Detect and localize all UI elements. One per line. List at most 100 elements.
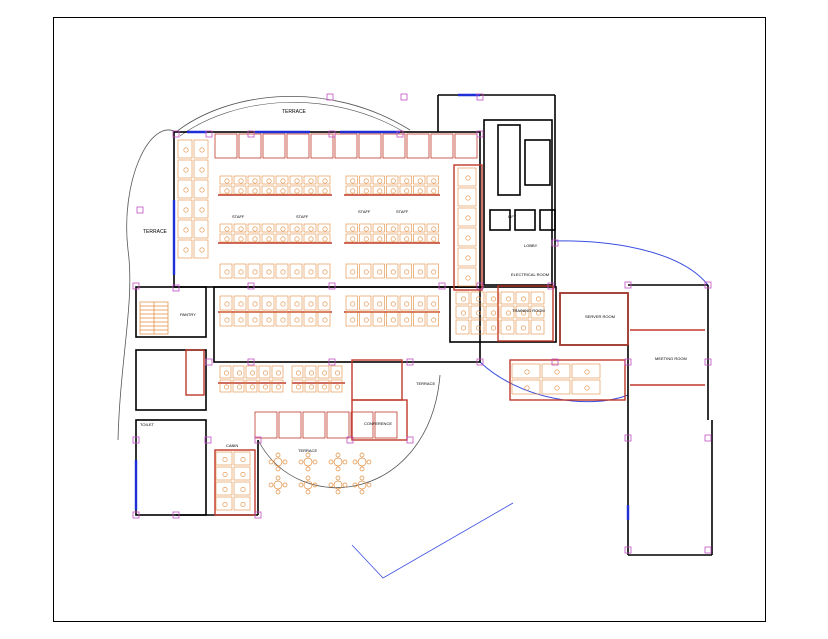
workstation-desk [386, 233, 399, 243]
workstation-desk [215, 466, 233, 481]
chair-icon [377, 269, 383, 275]
workstation-desk [233, 451, 251, 466]
workstation-desk [359, 223, 372, 233]
workstation-desk [275, 223, 289, 233]
column-marker [396, 130, 404, 138]
workstation-desk [193, 159, 209, 179]
column-marker [551, 358, 559, 366]
chair-icon [308, 226, 314, 232]
chair-icon [280, 188, 286, 194]
workstation-desk [247, 311, 261, 327]
chair-icon [490, 325, 496, 331]
chair-icon [404, 226, 410, 232]
chair-icon [312, 482, 318, 488]
chair-icon [308, 370, 314, 376]
chair-icon [404, 317, 410, 323]
workstation-desk [500, 291, 515, 305]
cabin-room [286, 133, 310, 159]
column-marker [704, 546, 712, 554]
chair-icon [535, 296, 541, 302]
chair-icon [465, 215, 471, 221]
column-marker [704, 434, 712, 442]
workstation-desk [372, 223, 385, 233]
workstation-desk [245, 379, 258, 393]
chair-icon [237, 384, 243, 390]
chair-icon [377, 178, 383, 184]
chair-icon [322, 188, 328, 194]
chair-icon [224, 370, 230, 376]
chair-icon [294, 269, 300, 275]
workstation-desk [304, 379, 317, 393]
workstation-desk [413, 263, 426, 279]
workstation-desk [455, 291, 470, 305]
workstation-desk [515, 305, 530, 319]
chair-icon [363, 226, 369, 232]
chair-icon [520, 310, 526, 316]
chair-icon [238, 236, 244, 242]
chair-icon [431, 301, 437, 307]
column-marker [704, 281, 712, 289]
workstation-desk [219, 233, 233, 243]
chair-icon [224, 178, 230, 184]
cabin-room [254, 411, 278, 439]
chair-icon [363, 188, 369, 194]
workstation-desk [271, 365, 284, 379]
chair-icon [431, 178, 437, 184]
workstation-desk [233, 311, 247, 327]
chair-icon [363, 269, 369, 275]
column-marker [247, 358, 255, 366]
chair-icon [554, 369, 560, 375]
column-marker [328, 130, 336, 138]
chair-icon [252, 188, 258, 194]
workstation-desk [261, 233, 275, 243]
workstation-desk [500, 305, 515, 319]
chair-icon [308, 178, 314, 184]
chair-icon [390, 236, 396, 242]
chair-icon [363, 301, 369, 307]
chair-icon [199, 187, 205, 193]
chair-icon [535, 325, 541, 331]
chair-icon [350, 269, 356, 275]
workstation-desk [511, 379, 541, 395]
workstation-desk [457, 167, 477, 187]
column-marker [476, 282, 484, 290]
chair-icon [262, 384, 268, 390]
workstation-desk [215, 451, 233, 466]
workstation-desk [233, 175, 247, 185]
workstation-desk [317, 185, 331, 195]
workstation-desk [289, 295, 303, 311]
chair-icon [350, 226, 356, 232]
chair-icon [322, 226, 328, 232]
chair-icon [222, 486, 228, 492]
chair-icon [298, 459, 304, 465]
column-marker [247, 130, 255, 138]
workstation-desk [261, 223, 275, 233]
column-marker [406, 436, 414, 444]
cabin-room [374, 411, 398, 439]
workstation-desk [275, 233, 289, 243]
chair-icon [294, 236, 300, 242]
cabin-room [382, 133, 406, 159]
workstation-desk [304, 365, 317, 379]
column-marker [205, 130, 213, 138]
cabin-room [454, 133, 478, 159]
chair-icon [322, 236, 328, 242]
chair-icon [238, 317, 244, 323]
chair-icon [520, 325, 526, 331]
cafe-table [273, 457, 283, 467]
chair-icon [350, 301, 356, 307]
column-marker [551, 239, 559, 247]
chair-icon [417, 301, 423, 307]
chair-icon [266, 269, 272, 275]
chair-icon [322, 301, 328, 307]
workstation-desk [457, 267, 477, 287]
workstation-desk [261, 295, 275, 311]
workstation-desk [345, 295, 358, 311]
workstation-desk [289, 223, 303, 233]
chair-icon [294, 226, 300, 232]
column-marker [136, 206, 144, 214]
workstation-desk [399, 263, 412, 279]
workstation-desk [457, 247, 477, 267]
chair-icon [350, 178, 356, 184]
workstation-desk [275, 311, 289, 327]
